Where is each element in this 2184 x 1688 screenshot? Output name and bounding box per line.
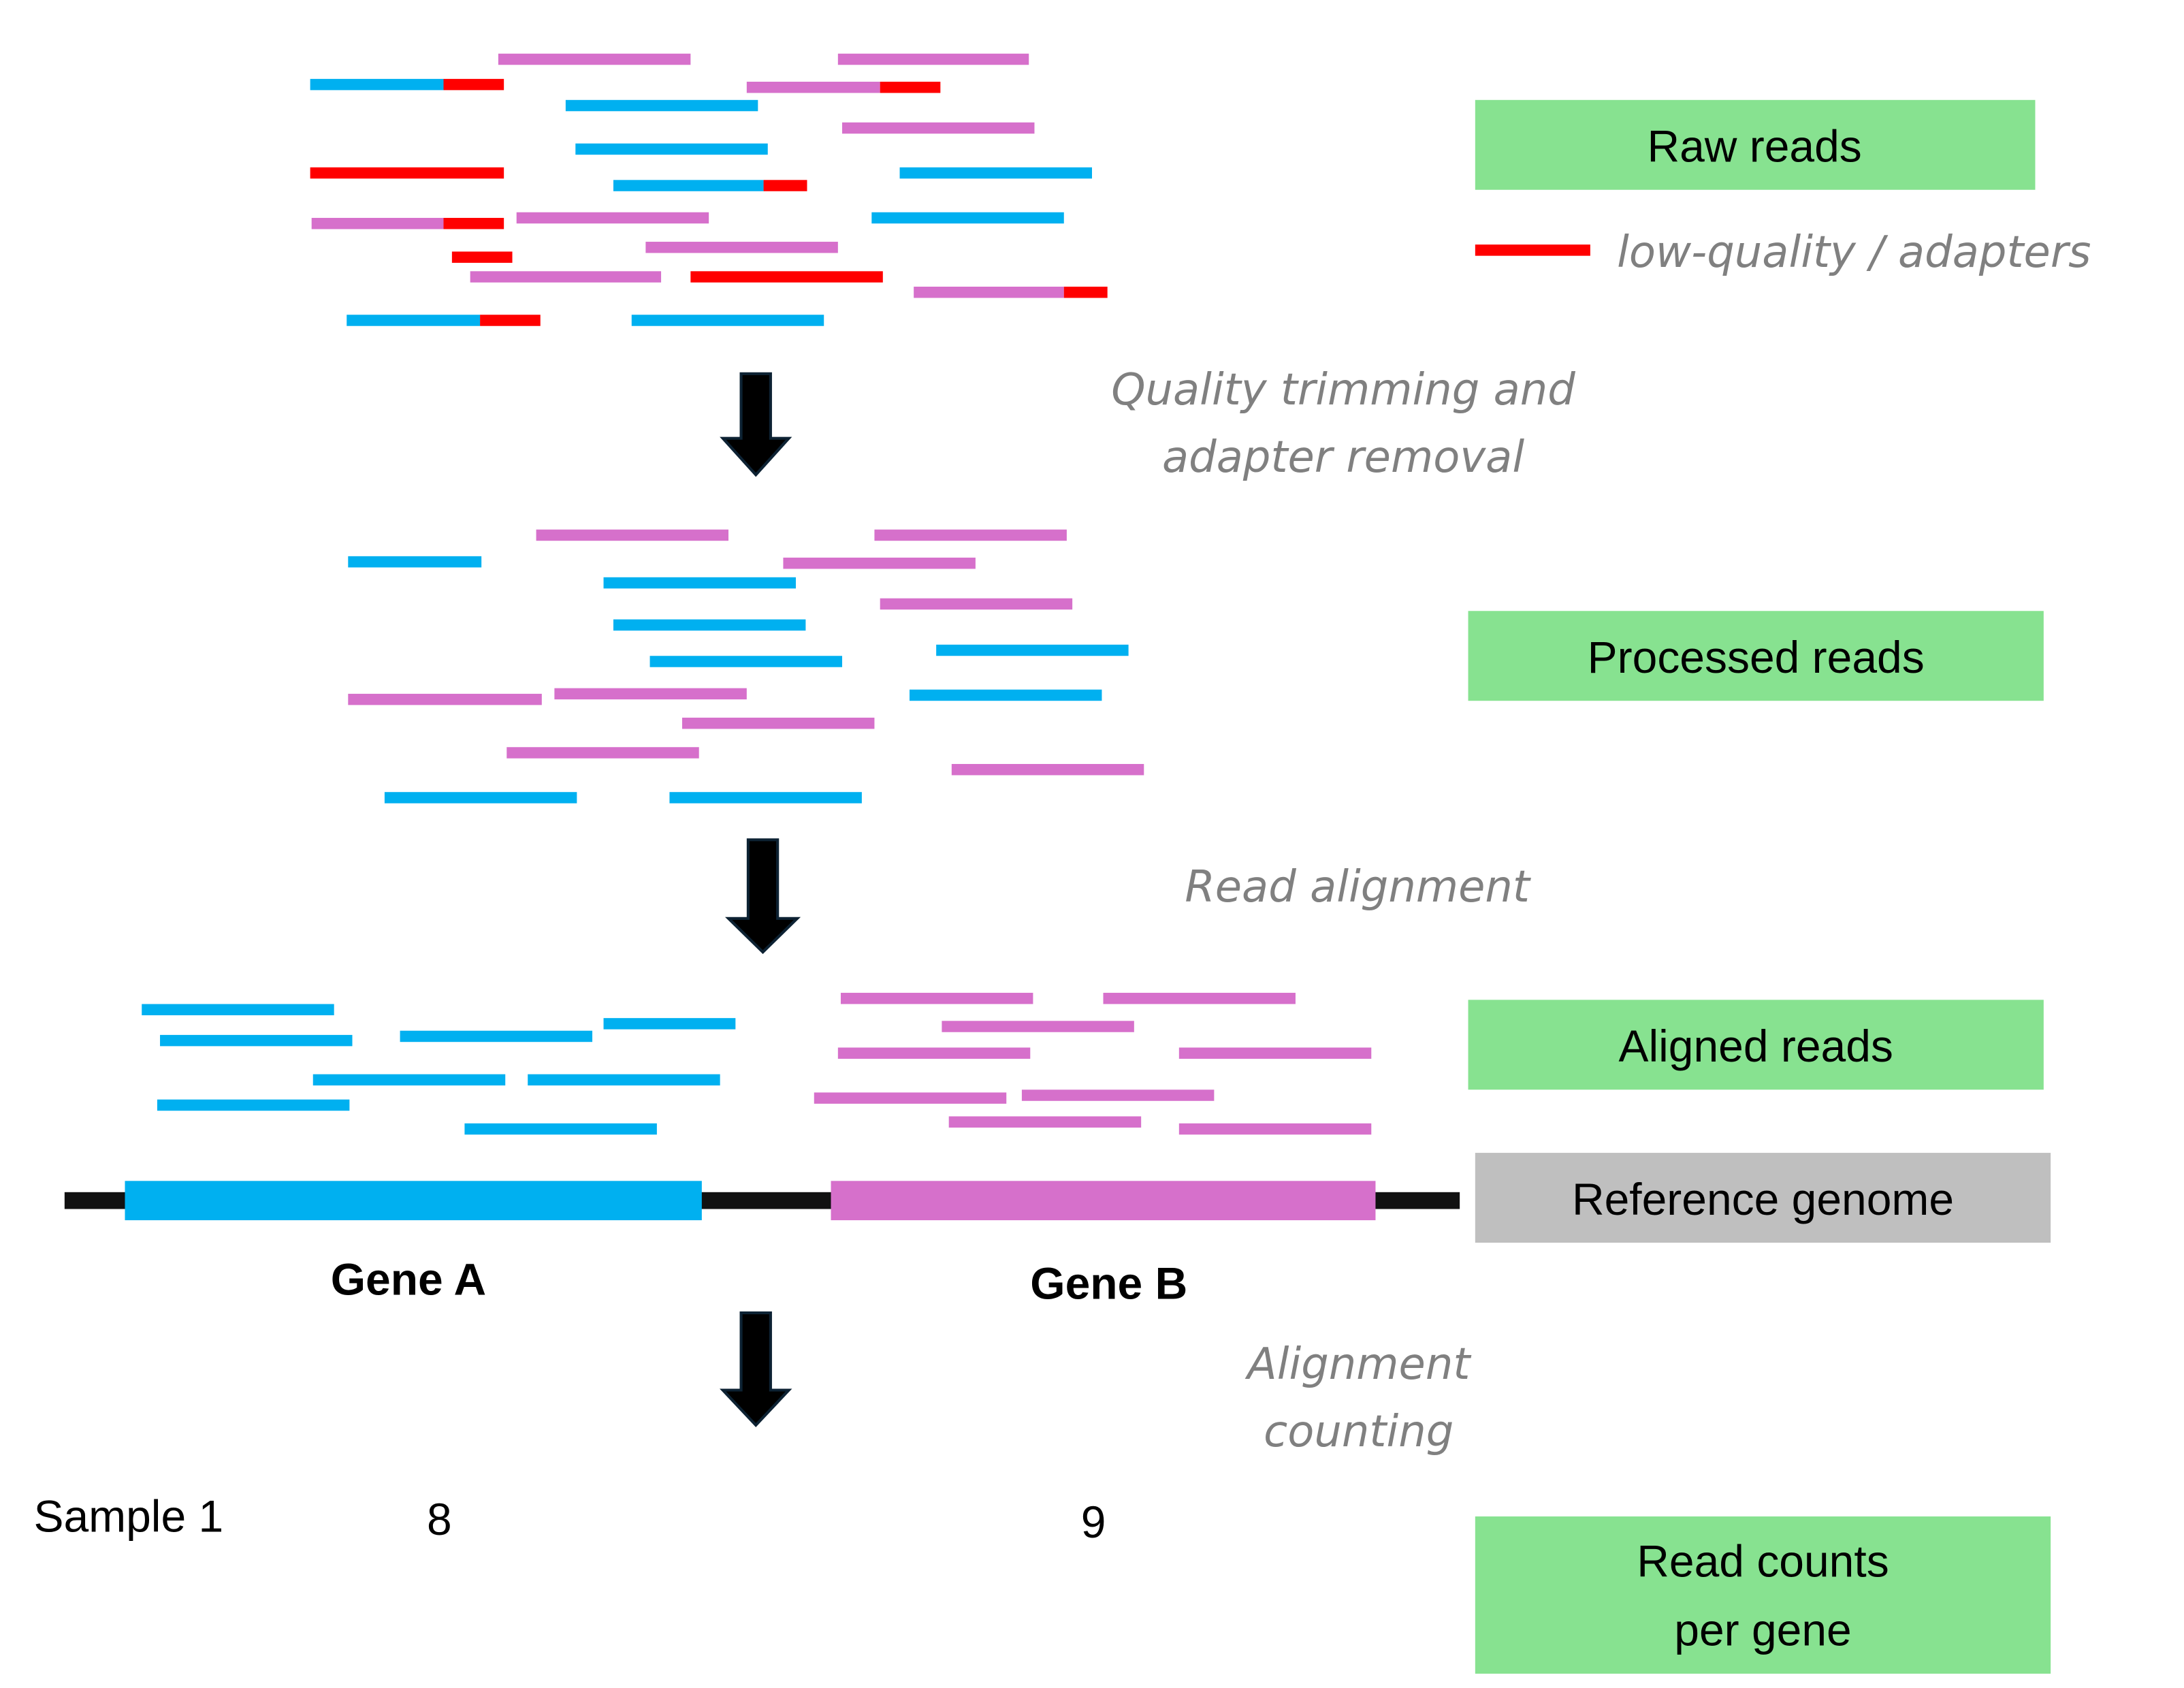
step-counting-line2: counting [1264, 1407, 1454, 1457]
step-counting-line1: Alignment [1244, 1339, 1472, 1390]
processed-read [783, 557, 976, 569]
read-counts-label-line1: Read counts [1637, 1536, 1889, 1587]
aligned-read [1103, 993, 1296, 1004]
raw-read [470, 271, 662, 283]
arrow-down-icon [720, 1311, 792, 1428]
step-trimming-line1: Quality trimming and [1111, 365, 1575, 415]
aligned-read [400, 1030, 593, 1042]
processed-reads-label-box: Processed reads [1468, 611, 2044, 701]
low-quality-segment [310, 167, 504, 179]
step-trimming-line2: adapter removal [1162, 432, 1524, 483]
aligned-read [948, 1116, 1142, 1128]
processed-read [669, 792, 862, 803]
gene-b-label: Gene B [1030, 1258, 1187, 1308]
gene-a-count: 8 [427, 1494, 452, 1544]
aligned-read [160, 1034, 353, 1047]
raw-read [871, 212, 1064, 224]
raw-reads-label: Raw reads [1647, 121, 1861, 172]
reference-genome-track [64, 1181, 1460, 1221]
processed-read [951, 763, 1144, 776]
aligned-read [1178, 1047, 1372, 1059]
processed-read [681, 717, 875, 729]
aligned-reads-group [142, 993, 1372, 1135]
raw-read [347, 315, 481, 326]
raw-read [310, 78, 444, 91]
raw-read [613, 180, 764, 191]
raw-read [899, 167, 1092, 179]
aligned-read [603, 1018, 736, 1030]
processed-read [880, 598, 1073, 610]
aligned-reads-label: Aligned reads [1618, 1021, 1893, 1071]
processed-read [909, 689, 1102, 701]
aligned-read [142, 1004, 334, 1016]
processed-reads-group [348, 529, 1144, 803]
gene-a-region [125, 1181, 702, 1221]
read-counts-label-line2: per gene [1674, 1605, 1851, 1655]
processed-read [874, 529, 1067, 541]
low-quality-legend-label: low-quality / adapters [1617, 227, 2091, 278]
processed-read [603, 577, 796, 589]
low-quality-segment [690, 271, 883, 283]
low-quality-segment [443, 78, 504, 91]
raw-read [914, 287, 1064, 298]
aligned-read [814, 1092, 1007, 1104]
processed-read [536, 529, 729, 541]
processed-read [348, 693, 542, 705]
read-counts-label-box: Read counts per gene [1475, 1516, 2051, 1674]
processed-read [554, 688, 747, 700]
processed-read [348, 556, 482, 568]
aligned-read [942, 1021, 1134, 1032]
low-quality-segment [451, 251, 513, 263]
reference-genome-label: Reference genome [1572, 1174, 1954, 1224]
low-quality-segment [1063, 287, 1108, 298]
raw-read [575, 143, 768, 155]
raw-read [498, 53, 691, 65]
raw-read [311, 217, 444, 229]
arrow-down-icon [724, 838, 801, 955]
aligned-read [528, 1074, 720, 1086]
processed-read [384, 792, 577, 803]
raw-read [516, 212, 709, 224]
raw-read [645, 242, 838, 253]
raw-reads-label-box: Raw reads [1475, 99, 2036, 190]
low-quality-legend-swatch [1475, 244, 1590, 256]
legend: low-quality / adapters [1475, 227, 2091, 278]
gene-b-count: 9 [1081, 1497, 1106, 1547]
raw-read [746, 81, 880, 93]
step-alignment-line1: Read alignment [1185, 862, 1532, 912]
arrow-down-icon [720, 372, 792, 477]
processed-read [936, 644, 1129, 656]
low-quality-segment [763, 180, 807, 191]
low-quality-segment [443, 217, 504, 229]
aligned-read [1178, 1123, 1372, 1135]
raw-read [631, 315, 824, 326]
raw-reads-group [310, 53, 1108, 326]
gene-a-label: Gene A [331, 1254, 487, 1304]
raw-read [842, 122, 1035, 134]
gene-b-region [831, 1181, 1376, 1221]
aligned-read [837, 1047, 1031, 1059]
low-quality-segment [480, 315, 541, 326]
raw-read [837, 53, 1029, 65]
sample-label: Sample 1 [33, 1491, 223, 1542]
aligned-read [840, 993, 1033, 1004]
processed-reads-label: Processed reads [1588, 632, 1925, 682]
processed-read [649, 656, 843, 667]
aligned-read [464, 1123, 657, 1135]
aligned-read [157, 1099, 350, 1111]
aligned-read [1021, 1089, 1215, 1101]
processed-read [613, 619, 806, 631]
low-quality-segment [880, 81, 941, 93]
raw-read [565, 99, 758, 112]
processed-read [507, 747, 699, 759]
reference-genome-label-box: Reference genome [1475, 1153, 2051, 1243]
aligned-read [312, 1074, 506, 1086]
aligned-reads-label-box: Aligned reads [1468, 1000, 2044, 1090]
